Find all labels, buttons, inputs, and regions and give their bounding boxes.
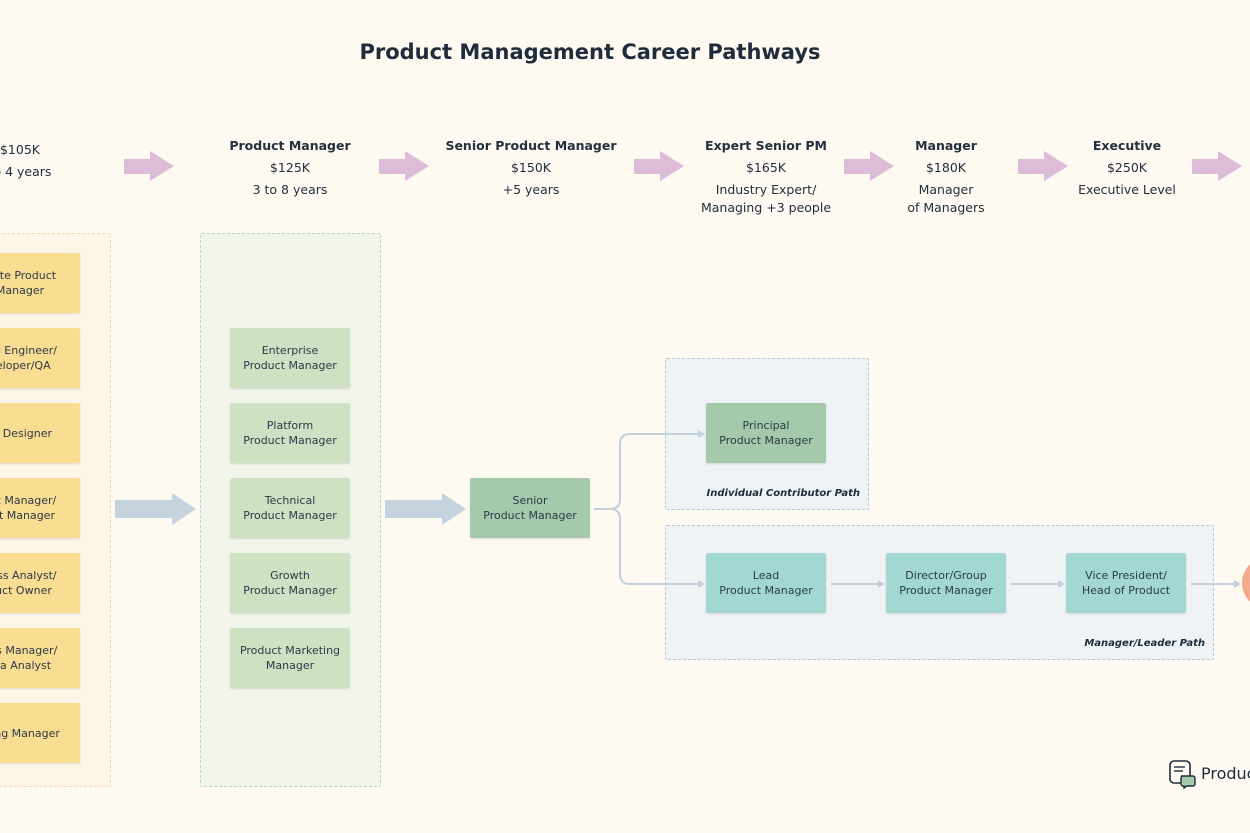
logo: Produc xyxy=(1168,758,1250,790)
logo-text: Produc xyxy=(1201,764,1250,783)
stage-executive-years: Executive Level xyxy=(1078,182,1176,197)
entry-role-box: eting Manager xyxy=(0,703,80,763)
ic-path-label: Individual Contributor Path xyxy=(706,488,860,499)
stage-arrow-3 xyxy=(634,151,684,181)
branch-line-ic xyxy=(594,433,698,510)
entry-role-box: ness Analyst/ duct Owner xyxy=(0,553,80,613)
stage-product-manager: Product Manager $125K 3 to 8 years xyxy=(200,137,380,199)
chat-note-icon xyxy=(1169,760,1196,789)
stage-pm-salary: $125K xyxy=(269,160,310,175)
stage-senior-pm: Senior Product Manager $150K +5 years xyxy=(440,137,622,199)
stage-arrow-6 xyxy=(1192,151,1242,181)
stage-executive-salary: $250K xyxy=(1106,160,1147,175)
lead-pm-box: Lead Product Manager xyxy=(706,553,826,613)
stage-senior-title: Senior Product Manager xyxy=(445,138,617,153)
flow-arrow-entry-to-pm xyxy=(115,493,196,525)
arrowhead-ic xyxy=(698,430,705,438)
page-title: Product Management Career Pathways xyxy=(359,40,821,64)
entry-role-box: are Engineer/ veloper/QA xyxy=(0,328,80,388)
stage-entry-salary: $105K xyxy=(0,142,40,157)
entry-role-box: ciate Product Manager xyxy=(0,253,80,313)
pm-role-growth: Growth Product Manager xyxy=(230,553,350,613)
director-pm-box: Director/Group Product Manager xyxy=(886,553,1006,613)
stage-senior-years: +5 years xyxy=(502,182,560,197)
manager-path-label: Manager/Leader Path xyxy=(1084,638,1205,649)
stage-arrow-4 xyxy=(844,151,894,181)
stage-executive: Executive $250K Executive Level xyxy=(1066,137,1188,199)
stage-expert-title: Expert Senior PM xyxy=(705,138,827,153)
stage-senior-salary: $150K xyxy=(510,160,551,175)
senior-pm-box: Senior Product Manager xyxy=(470,478,590,538)
arrowhead-exec xyxy=(1234,580,1241,588)
stage-entry: $105K to 4 years xyxy=(0,137,100,181)
flow-arrow-pm-to-senior xyxy=(385,493,466,525)
stage-expert-senior-pm: Expert Senior PM $165K Industry Expert/ … xyxy=(690,137,842,217)
entry-role-box: tics Manager/ ata Analyst xyxy=(0,628,80,688)
stage-manager-salary: $180K xyxy=(925,160,966,175)
arrowhead-vp xyxy=(1058,580,1065,588)
stage-entry-years: to 4 years xyxy=(0,164,52,179)
stage-pm-title: Product Manager xyxy=(229,138,351,153)
principal-pm-box: Principal Product Manager xyxy=(706,403,826,463)
vp-product-box: Vice President/ Head of Product xyxy=(1066,553,1186,613)
stage-manager: Manager $180K Manager of Managers xyxy=(886,137,1006,217)
stage-expert-years: Industry Expert/ Managing +3 people xyxy=(700,182,832,215)
stage-arrow-1 xyxy=(124,151,174,181)
entry-role-box: ect Manager/ unt Manager xyxy=(0,478,80,538)
stage-executive-title: Executive xyxy=(1092,138,1162,153)
stage-manager-years: Manager of Managers xyxy=(907,182,985,215)
stage-arrow-5 xyxy=(1018,151,1068,181)
stage-expert-salary: $165K xyxy=(745,160,786,175)
branch-line-manager xyxy=(609,508,698,585)
stage-arrow-2 xyxy=(379,151,429,181)
arrowhead-manager xyxy=(698,580,705,588)
stage-pm-years: 3 to 8 years xyxy=(252,182,328,197)
executive-node xyxy=(1242,564,1250,602)
pm-role-technical: Technical Product Manager xyxy=(230,478,350,538)
pm-role-platform: Platform Product Manager xyxy=(230,403,350,463)
pm-role-product-marketing: Product Marketing Manager xyxy=(230,628,350,688)
pm-role-enterprise: Enterprise Product Manager xyxy=(230,328,350,388)
arrowhead-director xyxy=(878,580,885,588)
stage-manager-title: Manager xyxy=(915,138,977,153)
entry-role-box: UI Designer xyxy=(0,403,80,463)
